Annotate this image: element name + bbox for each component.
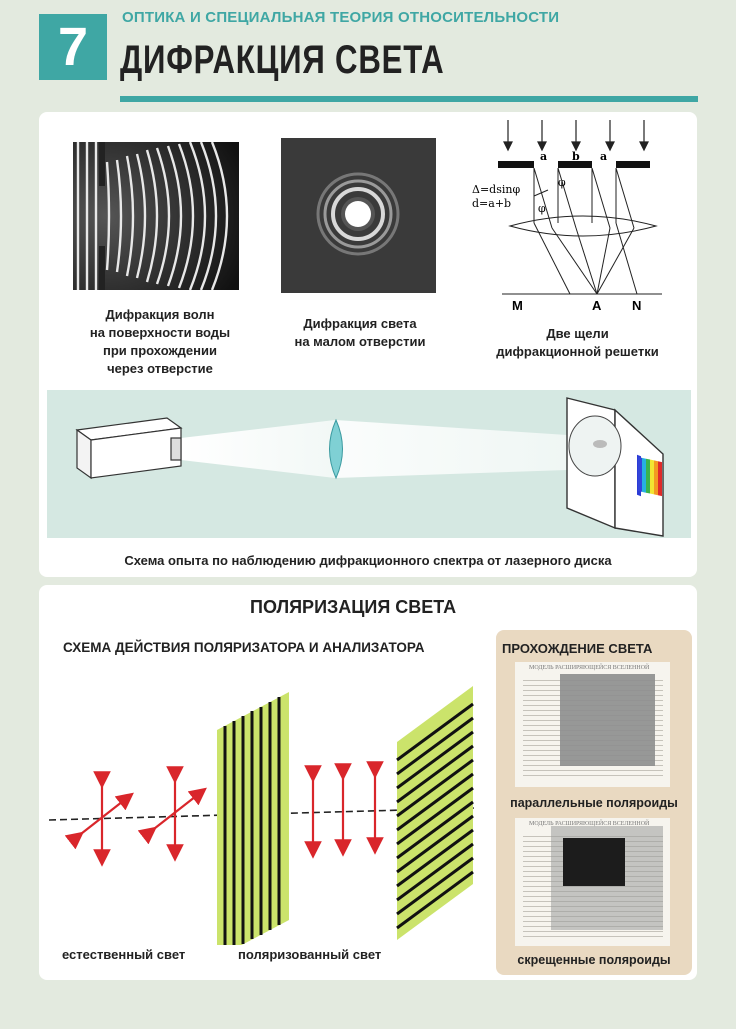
screen-label-a: A — [592, 298, 602, 313]
formula-period: d=a+b — [472, 197, 511, 210]
polarizer-scheme — [48, 686, 476, 945]
grating-label-a2: a — [600, 150, 607, 163]
crossed-polaroid-overlay-dark — [563, 838, 625, 886]
grating-label-b: b — [572, 150, 580, 163]
page-title: ДИФРАКЦИЯ СВЕТА — [120, 38, 445, 82]
parallel-polaroids-caption: параллельные поляроиды — [510, 796, 678, 810]
grating-label-a: a — [540, 150, 547, 163]
angle-phi-bottom: φ — [538, 202, 546, 215]
caption-grating: Две щели дифракционной решетки — [496, 326, 659, 359]
angle-phi-top: φ — [558, 176, 566, 189]
doc-heading-2: МОДЕЛЬ РАСШИРЯЮЩЕЙСЯ ВСЕЛЕННОЙ — [529, 821, 650, 827]
screen-label-n: N — [632, 298, 641, 313]
chapter-subtitle: ОПТИКА И СПЕЦИАЛЬНАЯ ТЕОРИЯ ОТНОСИТЕЛЬНО… — [122, 9, 560, 26]
title-underline — [120, 96, 698, 102]
crossed-polaroids-photo: МОДЕЛЬ РАСШИРЯЮЩЕЙСЯ ВСЕЛЕННОЙ — [515, 818, 670, 946]
crossed-polaroids-caption: скрещенные поляроиды — [517, 953, 671, 967]
doc-heading: МОДЕЛЬ РАСШИРЯЮЩЕЙСЯ ВСЕЛЕННОЙ — [529, 665, 650, 671]
aperture-diffraction-image — [281, 138, 436, 293]
screen-label-m: M — [512, 298, 523, 313]
parallel-polaroids-photo: МОДЕЛЬ РАСШИРЯЮЩЕЙСЯ ВСЕЛЕННОЙ — [515, 662, 670, 787]
water-diffraction-image — [73, 142, 239, 290]
polarization-title: ПОЛЯРИЗАЦИЯ СВЕТА — [250, 597, 457, 617]
caption-water-diffraction: Дифракция волн на поверхности воды при п… — [89, 307, 231, 376]
laser-disk-experiment — [47, 390, 691, 538]
grating-diagram: a b a Δ=dsinφ d=a+b φ φ M A N — [472, 120, 662, 313]
scheme-title: СХЕМА ДЕЙСТВИЯ ПОЛЯРИЗАТОРА И АНАЛИЗАТОР… — [63, 640, 425, 655]
experiment-caption: Схема опыта по наблюдению дифракционного… — [124, 553, 612, 568]
caption-aperture-diffraction: Дифракция света на малом отверстии — [294, 316, 426, 349]
parallel-polaroid-overlay — [560, 674, 655, 766]
section-number: 7 — [39, 14, 107, 80]
light-passage-title: ПРОХОЖДЕНИЕ СВЕТА — [502, 641, 653, 656]
formula-path-difference: Δ=dsinφ — [472, 183, 520, 196]
natural-light-label: естественный свет — [62, 947, 186, 962]
polarized-light-label: поляризованный свет — [238, 947, 382, 962]
